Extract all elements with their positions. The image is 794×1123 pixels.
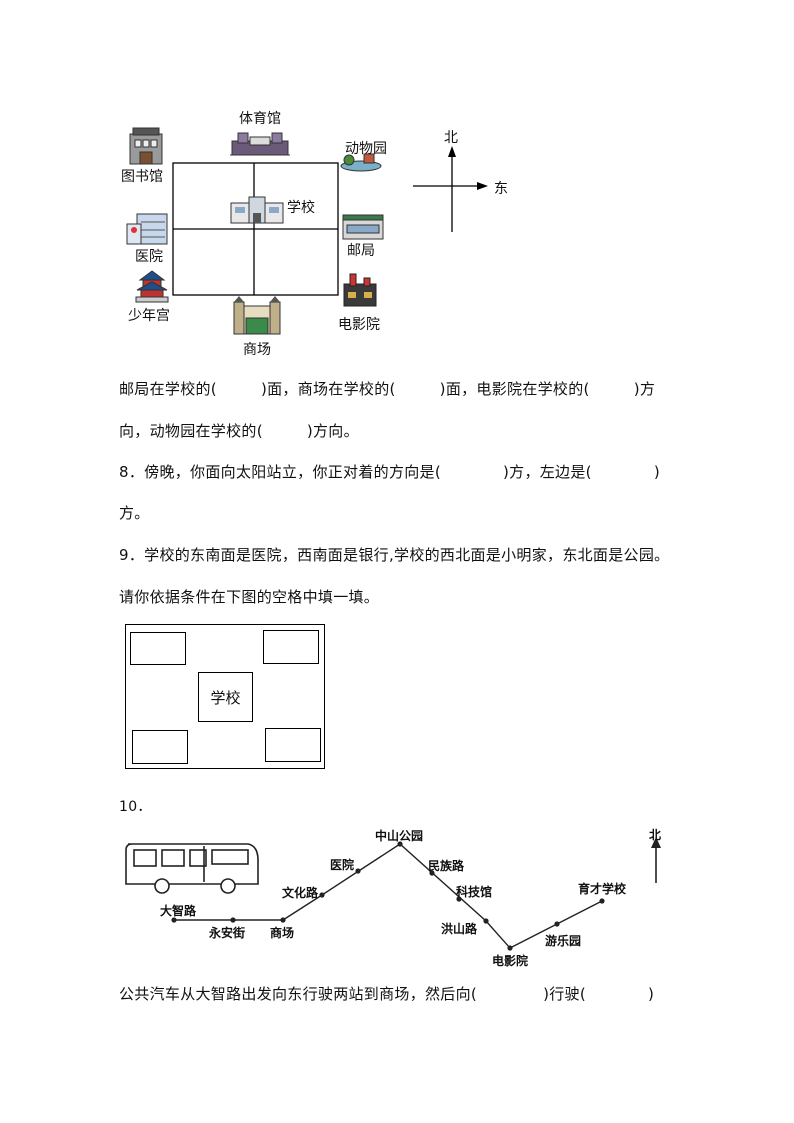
- compass-north-label: 北: [444, 130, 458, 146]
- post-office-icon: [342, 214, 384, 240]
- q10-question: 公共汽车从大智路出发向东行驶两站到商场，然后向()行驶(): [119, 985, 655, 1003]
- stop-minzu: 民族路: [428, 859, 465, 873]
- q7-line2: 向，动物园在学校的()方向。: [119, 422, 359, 440]
- q9-line2: 请你依据条件在下图的空格中填一填。: [119, 588, 380, 606]
- bus-icon: [125, 843, 259, 894]
- youth-palace-label: 少年宫: [128, 308, 170, 324]
- route-north-label: 北: [649, 828, 662, 842]
- stop-dazhi: 大智路: [160, 904, 197, 918]
- stop-hongshan: 洪山路: [441, 922, 478, 936]
- stop-yucai: 育才学校: [578, 882, 627, 896]
- q8-line1: 8．傍晚，你面向太阳站立，你正对着的方向是()方，左边是(): [119, 463, 660, 481]
- zoo-label: 动物园: [345, 141, 387, 157]
- gym-icon: [230, 132, 290, 156]
- stop-keji: 科技馆: [456, 885, 493, 899]
- library-label: 图书馆: [121, 169, 163, 185]
- stop-shangchang: 商场: [270, 926, 295, 940]
- mall-icon: [233, 296, 281, 335]
- post-office-label: 邮局: [347, 243, 375, 259]
- hospital-label: 医院: [135, 249, 163, 265]
- stop-zhongshan: 中山公园: [375, 829, 424, 843]
- q10-number: 10．: [119, 799, 152, 815]
- q9-grid-frame: 学校: [125, 624, 325, 769]
- q9-southeast-box[interactable]: [265, 728, 321, 762]
- zoo-icon: [340, 153, 382, 172]
- stop-dianying: 电影院: [492, 954, 529, 968]
- stop-yongan: 永安街: [209, 926, 246, 940]
- q9-southwest-box[interactable]: [132, 730, 188, 764]
- hospital-icon: [126, 213, 168, 245]
- stop-youle: 游乐园: [545, 934, 582, 948]
- library-icon: [129, 127, 163, 165]
- q8-line2: 方。: [119, 504, 150, 522]
- school-icon: [230, 196, 284, 224]
- cinema-label: 电影院: [338, 317, 380, 333]
- q9-line1: 9．学校的东南面是医院，西南面是银行,学校的西北面是小明家，东北面是公园。: [119, 546, 670, 564]
- mall-label: 商场: [243, 342, 271, 358]
- q9-school-box: 学校: [198, 672, 253, 722]
- stop-wenhua: 文化路: [282, 886, 319, 900]
- map-grid: [172, 146, 488, 296]
- q9-northeast-box[interactable]: [263, 630, 319, 664]
- stop-yiyuan: 医院: [330, 858, 355, 872]
- youth-palace-icon: [135, 270, 169, 303]
- q7-line1: 邮局在学校的()面，商场在学校的()面，电影院在学校的()方: [119, 380, 656, 398]
- gym-label: 体育馆: [239, 111, 281, 127]
- q9-northwest-box[interactable]: [130, 632, 186, 665]
- compass-east-label: 东: [494, 181, 508, 197]
- school-label: 学校: [287, 200, 315, 216]
- cinema-icon: [343, 273, 377, 307]
- bus-route-diagram: [125, 837, 661, 951]
